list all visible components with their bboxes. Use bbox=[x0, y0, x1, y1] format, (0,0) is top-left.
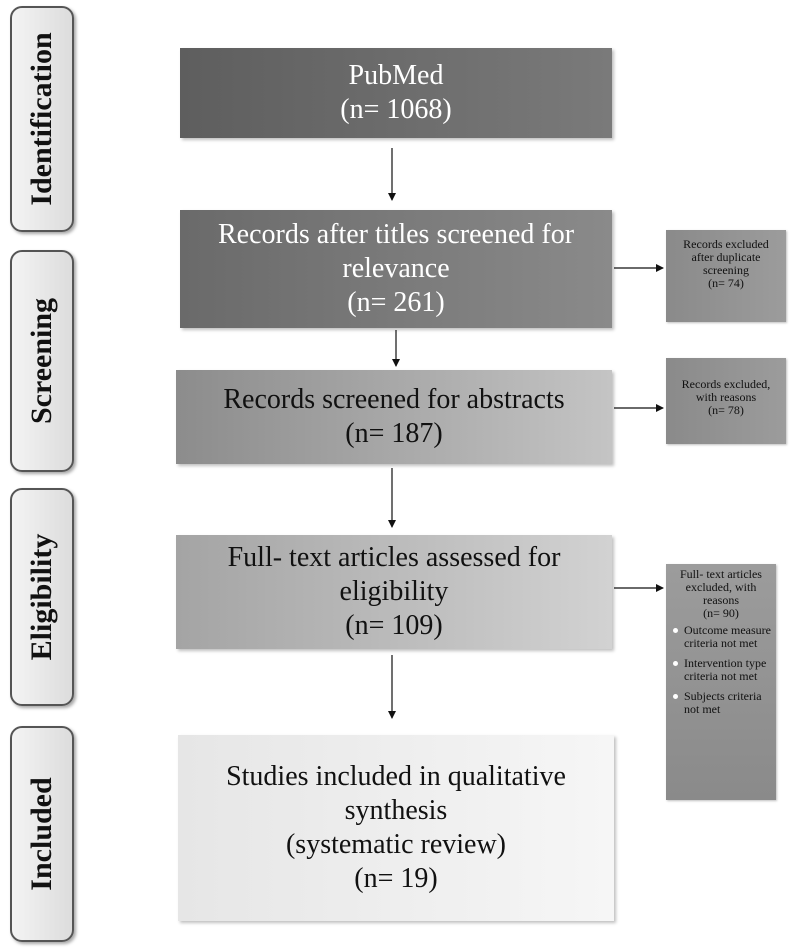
abstracts-screened-line1: Records screened for abstracts bbox=[223, 384, 565, 415]
excluded-abstracts-line2: with reasons bbox=[695, 390, 757, 404]
excluded-fulltext-line2: excluded, with bbox=[685, 580, 757, 594]
excluded-abstracts-box: Records excluded, with reasons (n= 78) bbox=[666, 358, 786, 444]
fulltext-assessed-box: Full- text articles assessed for eligibi… bbox=[176, 535, 612, 649]
pubmed-title: PubMed bbox=[348, 60, 444, 91]
fulltext-assessed-count: (n= 109) bbox=[345, 610, 443, 641]
excluded-duplicates-count: (n= 74) bbox=[708, 276, 744, 290]
studies-included-line2: synthesis bbox=[344, 795, 448, 826]
excluded-abstracts-line1: Records excluded, bbox=[681, 377, 771, 391]
titles-screened-box: Records after titles screened for releva… bbox=[180, 210, 612, 328]
excluded-duplicates-box: Records excluded after duplicate screeni… bbox=[666, 230, 786, 322]
titles-screened-line2: relevance bbox=[342, 253, 450, 284]
pubmed-count: (n= 1068) bbox=[340, 94, 452, 125]
exclusion-reason-item: Subjects criteria not met bbox=[673, 690, 776, 716]
exclusion-reason-item: Intervention type criteria not met bbox=[673, 657, 776, 683]
excluded-abstracts-count: (n= 78) bbox=[708, 403, 744, 417]
excluded-fulltext-line3: reasons bbox=[703, 593, 739, 607]
titles-screened-count: (n= 261) bbox=[347, 287, 445, 318]
excluded-fulltext-box: Full- text articles excluded, with reaso… bbox=[666, 564, 776, 800]
studies-included-line1: Studies included in qualitative bbox=[226, 761, 566, 792]
fulltext-assessed-line2: eligibility bbox=[339, 576, 449, 607]
fulltext-assessed-line1: Full- text articles assessed for bbox=[227, 542, 561, 573]
phase-screening: Screening bbox=[10, 250, 74, 472]
excluded-fulltext-line1: Full- text articles bbox=[680, 567, 762, 581]
exclusion-reasons-list: Outcome measure criteria not met Interve… bbox=[666, 624, 776, 716]
titles-screened-line1: Records after titles screened for bbox=[217, 219, 575, 250]
excluded-fulltext-count: (n= 90) bbox=[703, 606, 739, 620]
studies-included-count: (n= 19) bbox=[354, 863, 438, 894]
excluded-duplicates-line2: after duplicate bbox=[691, 250, 761, 264]
phase-included: Included bbox=[10, 726, 74, 942]
abstracts-screened-count: (n= 187) bbox=[345, 418, 443, 449]
exclusion-reason-item: Outcome measure criteria not met bbox=[673, 624, 776, 650]
studies-included-line3: (systematic review) bbox=[285, 829, 507, 860]
studies-included-box: Studies included in qualitative synthesi… bbox=[178, 735, 614, 921]
excluded-duplicates-line3: screening bbox=[703, 263, 749, 277]
excluded-duplicates-line1: Records excluded bbox=[683, 237, 769, 251]
abstracts-screened-box: Records screened for abstracts (n= 187) bbox=[176, 370, 612, 464]
phase-eligibility: Eligibility bbox=[10, 488, 74, 706]
pubmed-box: PubMed (n= 1068) bbox=[180, 48, 612, 138]
phase-identification: Identification bbox=[10, 6, 74, 232]
